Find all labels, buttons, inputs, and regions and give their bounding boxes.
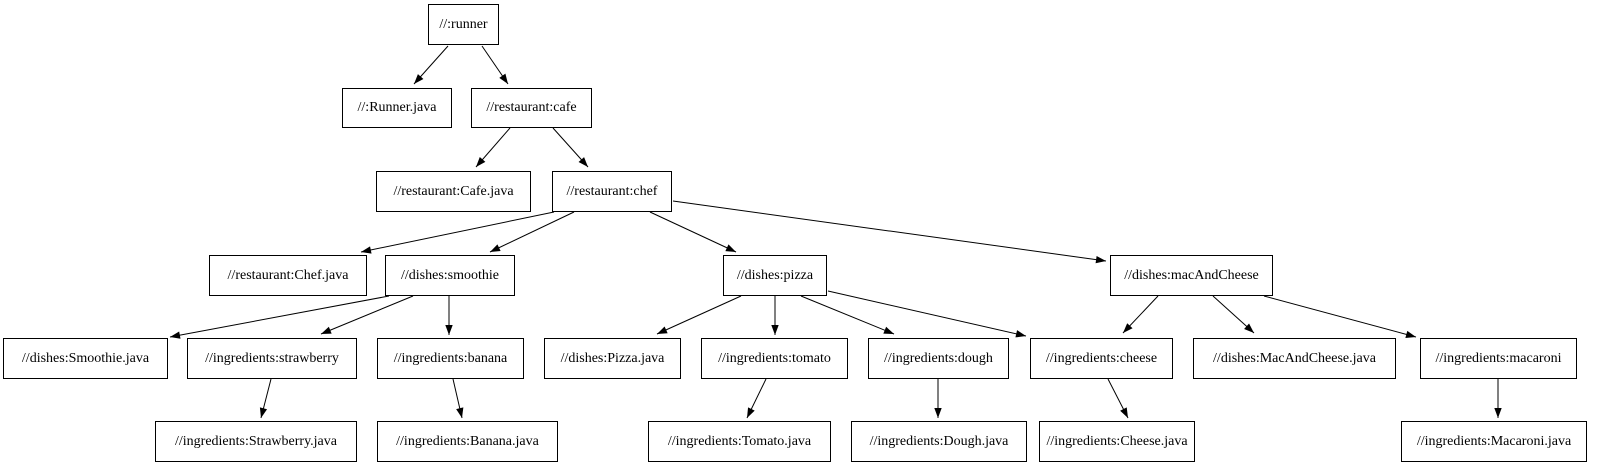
- edge-chef-to-pizza: [649, 211, 737, 253]
- node-banana: //ingredients:banana: [377, 338, 524, 379]
- edge-mac-and-cheese-to-mac-and-cheese-java: [1212, 295, 1255, 334]
- node-runner: //:runner: [428, 4, 499, 45]
- edge-chef-to-chef-java: [360, 211, 555, 254]
- node-tomato-java: //ingredients:Tomato.java: [648, 421, 831, 462]
- edge-pizza-to-cheese: [827, 290, 1027, 338]
- edge-chef-to-smoothie: [489, 211, 575, 253]
- node-chef-java: //restaurant:Chef.java: [209, 255, 367, 296]
- edge-cafe-to-chef: [552, 127, 589, 168]
- node-cafe-java: //restaurant:Cafe.java: [376, 171, 531, 212]
- node-runner-java: //:Runner.java: [342, 88, 452, 128]
- node-tomato: //ingredients:tomato: [701, 338, 848, 379]
- edge-banana-to-banana-java: [452, 378, 464, 419]
- edge-runner-to-runner-java: [413, 45, 449, 85]
- edge-pizza-to-pizza-java: [656, 295, 742, 335]
- edge-smoothie-to-smoothie-java: [169, 295, 390, 339]
- edge-mac-and-cheese-to-macaroni: [1263, 295, 1417, 338]
- edge-runner-to-cafe: [481, 45, 509, 85]
- edge-smoothie-to-strawberry: [320, 295, 414, 335]
- edge-cafe-to-cafe-java: [475, 127, 511, 168]
- node-macaroni-java: //ingredients:Macaroni.java: [1401, 421, 1587, 462]
- edge-tomato-to-tomato-java: [746, 378, 767, 419]
- node-banana-java: //ingredients:Banana.java: [377, 421, 558, 462]
- node-dough-java: //ingredients:Dough.java: [851, 421, 1027, 462]
- node-mac-and-cheese-java: //dishes:MacAndCheese.java: [1193, 338, 1396, 379]
- node-mac-and-cheese: //dishes:macAndCheese: [1110, 255, 1273, 296]
- node-cheese-java: //ingredients:Cheese.java: [1039, 421, 1195, 462]
- edge-cheese-to-cheese-java: [1107, 378, 1129, 419]
- node-strawberry-java: //ingredients:Strawberry.java: [155, 421, 357, 462]
- node-cafe: //restaurant:cafe: [471, 88, 592, 128]
- node-smoothie: //dishes:smoothie: [385, 255, 515, 296]
- edge-strawberry-to-strawberry-java: [259, 378, 272, 419]
- node-pizza-java: //dishes:Pizza.java: [544, 338, 681, 379]
- node-pizza: //dishes:pizza: [723, 255, 827, 296]
- node-macaroni: //ingredients:macaroni: [1420, 338, 1577, 379]
- node-dough: //ingredients:dough: [868, 338, 1009, 379]
- node-strawberry: //ingredients:strawberry: [187, 338, 357, 379]
- node-chef: //restaurant:chef: [552, 171, 672, 212]
- edge-pizza-to-dough: [800, 295, 895, 335]
- node-cheese: //ingredients:cheese: [1030, 338, 1173, 379]
- edge-mac-and-cheese-to-cheese: [1122, 295, 1159, 334]
- node-smoothie-java: //dishes:Smoothie.java: [3, 338, 168, 379]
- edge-chef-to-mac-and-cheese: [672, 200, 1107, 264]
